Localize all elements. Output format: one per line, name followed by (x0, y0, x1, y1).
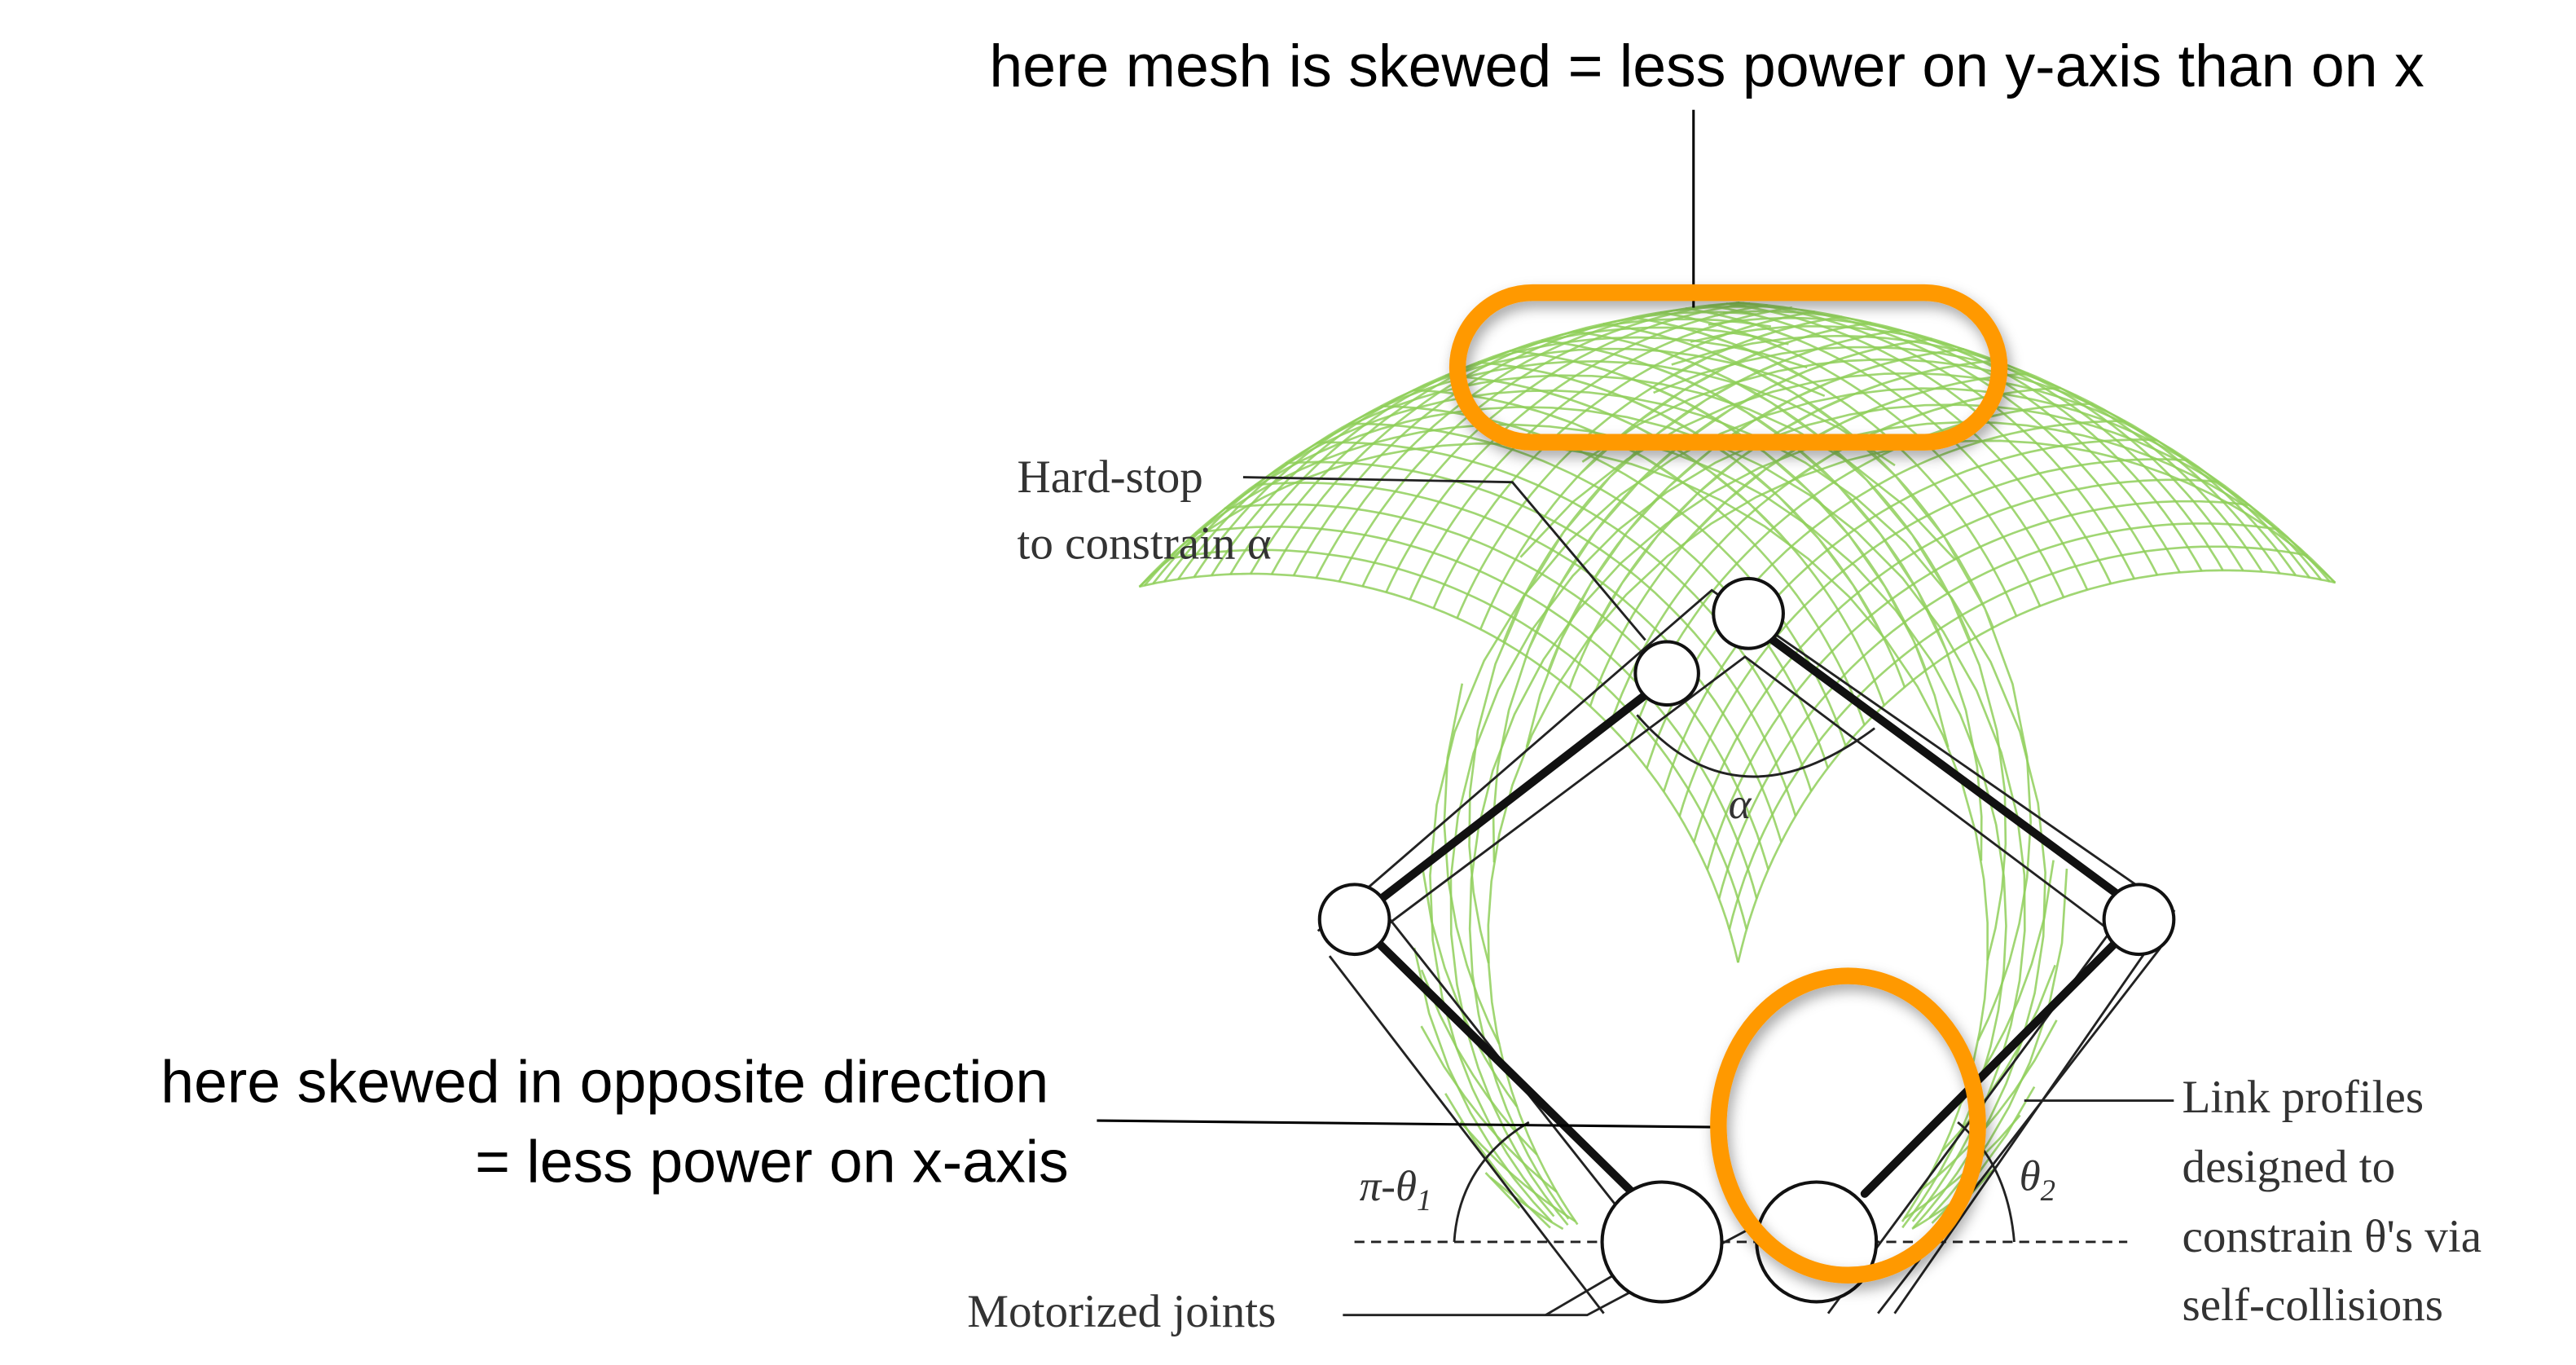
mesh-line (1285, 460, 1797, 817)
link-profiles-label-2: designed to (2183, 1142, 2396, 1193)
hard-stop-joint (1633, 640, 1700, 707)
mesh-line (1541, 339, 1983, 861)
bottom-highlight-ellipse (1710, 967, 1986, 1284)
top-annotation: here mesh is skewed = less power on y-ax… (989, 33, 2424, 99)
theta1-angle-arc (1453, 1121, 1530, 1243)
mesh-line (1193, 347, 1998, 1230)
left-annotation-line2: = less power on x-axis (475, 1129, 1069, 1195)
mesh-line (1735, 302, 2159, 576)
mesh-line (1706, 500, 2250, 870)
hard-stop-leader (1242, 476, 1646, 641)
hard-stop-label-2: to constrain α (1017, 518, 1271, 570)
joints (1317, 576, 2176, 1304)
pi-theta1-label: π-θ1 (1360, 1163, 1432, 1217)
elbow-joint-left (1317, 883, 1391, 957)
mesh-line (1468, 328, 1901, 964)
mesh-line (1572, 330, 2007, 961)
mesh-line (1690, 325, 2244, 571)
alpha-label: α (1729, 781, 1752, 828)
workspace-mesh (1138, 302, 2336, 1231)
mesh-line (1477, 361, 1906, 688)
link-profiles-label-1: Link profiles (2183, 1072, 2424, 1123)
mesh-line (1429, 387, 2323, 1217)
theta2-angle-arc (1957, 1121, 2016, 1243)
mesh-line (1167, 548, 1748, 930)
left-annotation-line1: here skewed in opposite direction (160, 1049, 1048, 1116)
links (1350, 632, 2143, 1201)
hard-stop-label: Hard-stop (1017, 451, 1202, 503)
mesh-line (1693, 478, 2220, 843)
left-annotation-pointer (1097, 1119, 1724, 1129)
link-profiles-label-4: self-collisions (2183, 1279, 2443, 1331)
mesh-line (1138, 572, 1739, 963)
mesh-line (1163, 374, 2068, 1219)
mesh-line (1602, 322, 2033, 1041)
link-profiles-label-3: constrain θ's via (2183, 1211, 2482, 1262)
mesh-line (1143, 406, 2026, 1222)
theta2-label: θ2 (2020, 1153, 2055, 1207)
alpha-angle-arc (1636, 714, 1875, 778)
mesh-line (1420, 310, 1815, 1156)
mesh-line (1195, 526, 1758, 900)
motorized-joint-left (1600, 1180, 1724, 1304)
motorized-joints-label: Motorized joints (967, 1286, 1276, 1337)
mesh-line (1152, 389, 2046, 1229)
elbow-joint-right (2102, 883, 2176, 957)
top-highlight-rounded-rect (1448, 284, 2008, 451)
end-effector-joint (1712, 576, 1785, 650)
